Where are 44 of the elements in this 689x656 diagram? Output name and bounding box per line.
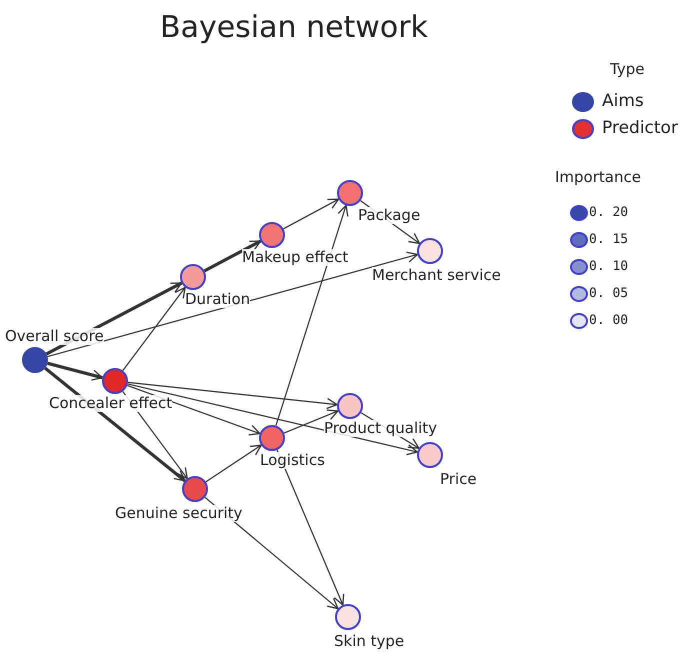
legend-heading: Importance bbox=[555, 168, 641, 186]
arrow bbox=[276, 450, 344, 606]
arrow bbox=[128, 382, 338, 410]
arrow bbox=[122, 286, 186, 371]
node-circle bbox=[22, 347, 48, 373]
arrow bbox=[47, 252, 418, 358]
arrow bbox=[44, 366, 186, 482]
node-label: Skin type bbox=[334, 633, 404, 650]
node-label: Logistics bbox=[260, 452, 325, 468]
node-label: Overall score bbox=[5, 328, 104, 344]
arrow bbox=[284, 409, 339, 434]
node-label: Duration bbox=[185, 291, 250, 308]
arrow bbox=[275, 204, 348, 426]
node-circle bbox=[182, 476, 208, 502]
node-circle bbox=[335, 604, 361, 630]
legend-label: 0. 15 bbox=[589, 232, 628, 247]
legend-label: 0. 10 bbox=[589, 258, 628, 274]
node-label: Genuine security bbox=[115, 505, 242, 522]
legend-label: 0. 00 bbox=[589, 312, 628, 328]
node-circle bbox=[259, 425, 285, 451]
arrow bbox=[206, 444, 262, 482]
node-label: Merchant service bbox=[372, 267, 501, 284]
node-circle bbox=[337, 393, 363, 419]
node-circle bbox=[102, 368, 128, 394]
legend-label: Predictor bbox=[602, 118, 678, 138]
arrow bbox=[47, 362, 104, 381]
node-circle bbox=[417, 442, 443, 468]
node-circle bbox=[180, 264, 206, 290]
arrow bbox=[128, 383, 418, 456]
node-label: Product quality bbox=[324, 420, 438, 436]
node-label: Concealer effect bbox=[49, 395, 172, 412]
legend-label: Aims bbox=[602, 90, 644, 111]
legend-heading: Type bbox=[610, 60, 644, 78]
node-circle bbox=[337, 180, 363, 206]
node-circle bbox=[259, 222, 285, 248]
node-label: Makeup effect bbox=[242, 249, 348, 266]
diagram-title: Bayesian network bbox=[160, 10, 428, 45]
arrow bbox=[204, 240, 262, 272]
node-label: Package bbox=[358, 207, 420, 224]
node-circle bbox=[417, 238, 443, 264]
node-label: Price bbox=[440, 471, 477, 488]
legend-label: 0. 05 bbox=[589, 286, 628, 301]
legend-label: 0. 20 bbox=[589, 204, 628, 220]
arrow bbox=[283, 198, 340, 230]
